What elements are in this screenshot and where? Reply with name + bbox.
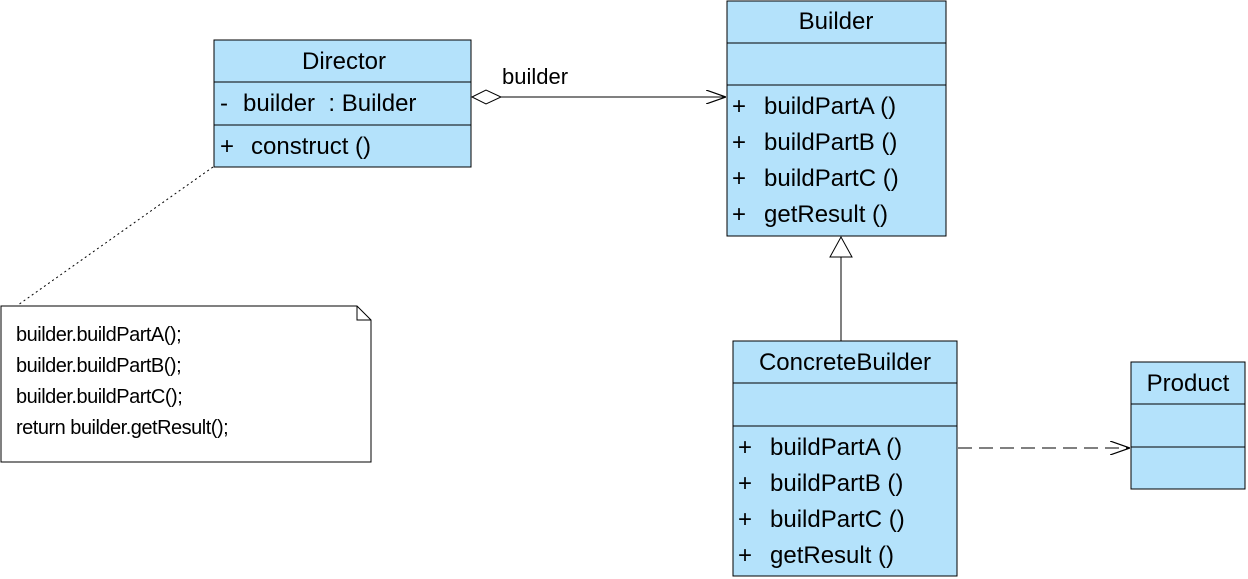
class-concrete-builder-op: buildPartA () bbox=[770, 434, 902, 461]
class-concrete-builder-op-visibility: + bbox=[738, 506, 752, 533]
class-builder-op-visibility: + bbox=[732, 129, 746, 156]
class-concrete-builder-op-visibility: + bbox=[738, 470, 752, 497]
generalization-triangle bbox=[829, 235, 853, 258]
class-director-op-visibility: + bbox=[220, 133, 234, 160]
note-anchor-line bbox=[17, 166, 214, 306]
class-director[interactable]: Director - builder : Builder + construct… bbox=[213, 39, 472, 168]
note-line: builder.buildPartB(); bbox=[16, 355, 181, 377]
class-builder-op-visibility: + bbox=[732, 201, 746, 228]
class-concrete-builder[interactable]: ConcreteBuilder + buildPartA () + buildP… bbox=[732, 340, 958, 577]
note-body bbox=[0, 305, 372, 463]
class-concrete-builder-op-visibility: + bbox=[738, 434, 752, 461]
class-builder-op-visibility: + bbox=[732, 165, 746, 192]
class-concrete-builder-op: buildPartC () bbox=[770, 506, 905, 533]
note-line: return builder.getResult(); bbox=[16, 417, 228, 439]
aggregation-diamond bbox=[470, 89, 503, 105]
class-concrete-builder-box bbox=[732, 340, 958, 577]
aggregation-director-builder[interactable]: builder bbox=[470, 64, 726, 105]
class-director-attr-visibility: - bbox=[220, 90, 228, 117]
class-concrete-builder-name: ConcreteBuilder bbox=[759, 349, 931, 376]
class-builder[interactable]: Builder + buildPartA () + buildPartB () … bbox=[726, 0, 947, 237]
class-concrete-builder-op: getResult () bbox=[770, 542, 894, 569]
class-builder-box bbox=[726, 0, 947, 237]
class-concrete-builder-op: buildPartB () bbox=[770, 470, 903, 497]
generalization-concretebuilder-builder[interactable] bbox=[829, 235, 853, 341]
class-director-attr: builder : Builder bbox=[243, 90, 416, 117]
note-folded-corner bbox=[356, 306, 371, 321]
class-builder-op-visibility: + bbox=[732, 93, 746, 120]
class-builder-op: getResult () bbox=[764, 201, 888, 228]
class-builder-op: buildPartB () bbox=[764, 129, 897, 156]
note-line: builder.buildPartA(); bbox=[16, 324, 181, 346]
association-label-builder: builder bbox=[502, 64, 568, 89]
class-builder-op: buildPartC () bbox=[764, 165, 899, 192]
class-concrete-builder-op-visibility: + bbox=[738, 542, 752, 569]
class-builder-name: Builder bbox=[799, 8, 874, 35]
class-builder-op: buildPartA () bbox=[764, 93, 896, 120]
construct-note[interactable]: builder.buildPartA(); builder.buildPartB… bbox=[0, 166, 372, 463]
class-director-box bbox=[213, 39, 472, 168]
class-director-name: Director bbox=[302, 48, 386, 75]
class-product[interactable]: Product bbox=[1130, 361, 1246, 490]
class-product-box bbox=[1130, 361, 1246, 490]
class-product-name: Product bbox=[1147, 370, 1230, 397]
class-director-op: construct () bbox=[251, 133, 371, 160]
note-line: builder.buildPartC(); bbox=[16, 386, 182, 408]
